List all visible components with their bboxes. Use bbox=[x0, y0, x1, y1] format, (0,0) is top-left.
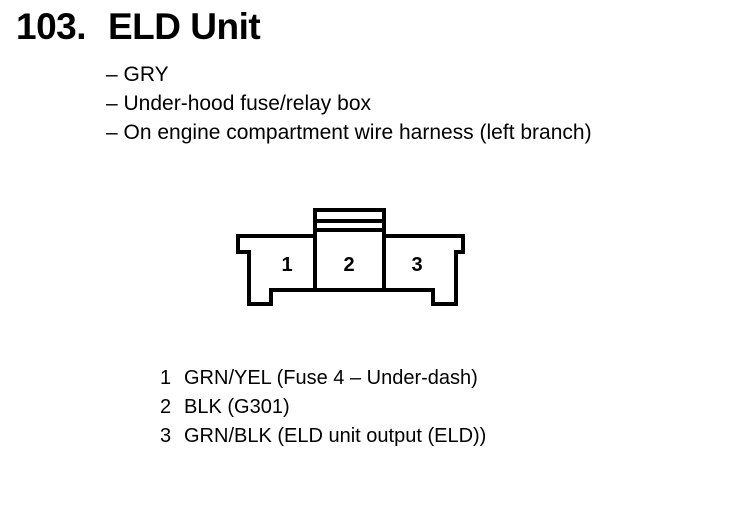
connector-location: – Under-hood fuse/relay box bbox=[106, 92, 371, 115]
pin-description: GRN/YEL (Fuse 4 – Under-dash) bbox=[184, 367, 478, 389]
cavity-label-1: 1 bbox=[281, 254, 292, 276]
component-info-list: – GRY – Under-hood fuse/relay box – On e… bbox=[106, 60, 592, 147]
cavity-label-2: 2 bbox=[343, 254, 354, 276]
cavity-label-3: 3 bbox=[411, 254, 422, 276]
pin-description: GRN/BLK (ELD unit output (ELD)) bbox=[184, 425, 487, 447]
connector-color: – GRY bbox=[106, 63, 169, 86]
component-name: ELD Unit bbox=[108, 6, 261, 47]
pin-row: 2 BLK (G301) bbox=[160, 393, 486, 422]
pin-number: 2 bbox=[160, 396, 172, 418]
harness-location: – On engine compartment wire harness (le… bbox=[106, 121, 592, 144]
pin-row: 1 GRN/YEL (Fuse 4 – Under-dash) bbox=[160, 364, 486, 393]
pin-number: 1 bbox=[160, 367, 172, 389]
connector-housing bbox=[236, 208, 465, 306]
pin-number: 3 bbox=[160, 425, 172, 447]
pin-description: BLK (G301) bbox=[184, 396, 290, 418]
component-number: 103. bbox=[16, 6, 87, 47]
pin-list: 1 GRN/YEL (Fuse 4 – Under-dash) 2 BLK (G30… bbox=[160, 364, 486, 451]
pin-row: 3 GRN/BLK (ELD unit output (ELD)) bbox=[160, 422, 486, 451]
page-title: 103. ELD Unit bbox=[16, 6, 261, 48]
